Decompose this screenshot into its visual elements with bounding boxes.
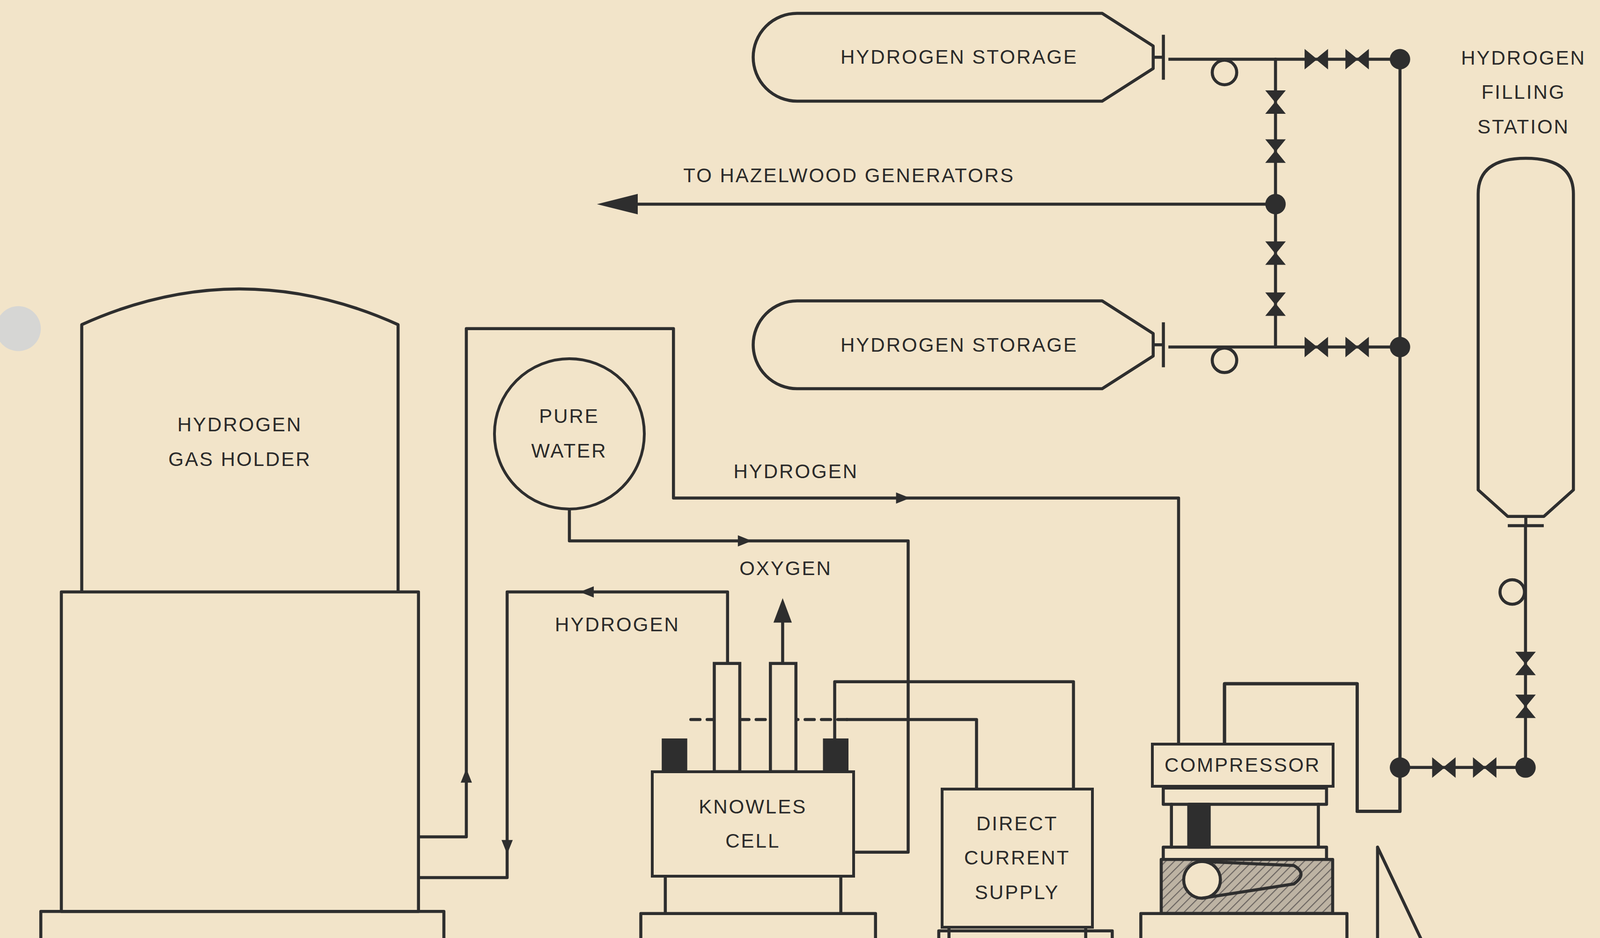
vessel-outline [752,13,1153,101]
node-label: HYDROGEN STORAGE [840,39,1078,75]
valve-symbol [1305,50,1328,69]
node-label: HYDROGEN STORAGE [840,327,1078,363]
node-label: HYDROGEN FILLING STATION [1455,40,1592,145]
valve-symbol [1432,758,1456,777]
valve-symbol [1345,50,1369,69]
pipe-connector [1168,58,1401,812]
valve-symbol [1266,90,1285,114]
electrode-tube [714,663,740,772]
node-label: KNOWLES CELL [682,789,824,859]
compressor-pillar [1188,803,1210,848]
valve-symbol [1266,242,1285,265]
cell-terminal [824,739,848,772]
pipe-label: TO HAZELWOOD GENERATORS [679,162,1019,189]
vessel-outline [752,301,1153,389]
flow-label: HYDROGEN [551,611,684,638]
electrode-tube [770,663,796,772]
gas-holder: HYDROGEN GAS HOLDER [61,283,419,912]
pipe-line [1168,346,1401,812]
junction-dot [1389,336,1411,358]
oxygen-vent [781,618,785,664]
water-tank: PURE WATER [493,357,647,511]
process-box: KNOWLES CELL [650,770,856,878]
vessel-outline [1446,38,1600,526]
pipe-connector [834,681,1074,789]
text-area: HYDROGEN FILLING STATION [1446,38,1600,147]
valve-symbol [1345,337,1369,356]
vessel-outline [1507,516,1544,526]
junction-dot [1265,193,1286,215]
process-box: DIRECT CURRENT SUPPLY [940,787,1094,929]
supply-wire [847,719,977,789]
valve-symbol [1516,652,1535,675]
junction-dot [1389,49,1411,70]
arrowhead [579,586,594,598]
text-area: HYDROGEN GAS HOLDER [102,365,378,519]
compressor-plate [1163,788,1327,805]
cell-base [641,877,876,938]
vessel-outline [1152,322,1164,368]
arrowhead [501,840,513,855]
compressor-base [1140,913,1347,938]
text-area: PURE WATER [492,356,646,510]
supply-base [938,928,1113,938]
node-label: PURE WATER [517,398,621,468]
arrowhead [773,597,792,623]
junction-dot [1389,757,1411,778]
compressor-plate [1163,847,1327,860]
cell-terminal [663,739,686,772]
pipe-loop [1499,579,1525,605]
pipe-line [1168,58,1401,812]
flow-label: HYDROGEN [729,458,863,485]
vessel-outline [1477,158,1573,517]
motor-body [1161,859,1333,914]
valve-symbol [1516,694,1535,718]
process-box: COMPRESSOR [1150,742,1335,788]
node-label: HYDROGEN GAS HOLDER [155,407,325,477]
pipe-loop [1212,347,1237,373]
arrowhead [896,492,911,504]
pipe-line [834,681,1074,789]
storage-vessel: HYDROGEN STORAGE [750,10,1169,104]
text-area: KNOWLES CELL [650,770,856,878]
electrode-link [688,717,848,722]
pipe-connector [418,328,1179,837]
junction-dot [1515,757,1536,778]
text-area: HYDROGEN STORAGE [790,297,1128,392]
node-label: COMPRESSOR [1164,747,1321,783]
storage-vessel: HYDROGEN FILLING STATION [1446,38,1600,526]
vessel-outline [61,283,419,912]
text-area: DIRECT CURRENT SUPPLY [940,787,1094,929]
motor-pulley [1183,861,1221,899]
pipe-connector [1168,346,1401,812]
valve-symbol [1266,293,1285,316]
pipe-loop [1212,60,1237,85]
pipe-label: OXYGEN [735,555,836,582]
pipe-line [418,328,1179,837]
valve-symbol [1305,337,1328,356]
holder-foot [40,911,444,938]
text-area: COMPRESSOR [1150,742,1335,788]
compressor-post [1171,803,1319,848]
vessel-outline [1152,34,1164,80]
storage-vessel: HYDROGEN STORAGE [750,297,1169,392]
vessel-outline [81,288,399,592]
punch-hole [0,306,41,352]
pipe-stand [1377,847,1424,938]
arrowhead [597,193,638,215]
vessel-outline [61,591,419,912]
valve-symbol [1266,140,1285,163]
node-label: DIRECT CURRENT SUPPLY [958,806,1076,910]
text-area: HYDROGEN STORAGE [790,10,1128,104]
arrowhead [460,768,472,783]
valve-symbol [1473,758,1497,777]
arrowhead [737,535,753,547]
motor-belt [1201,861,1301,899]
hydrogen-pipe [624,202,1276,207]
